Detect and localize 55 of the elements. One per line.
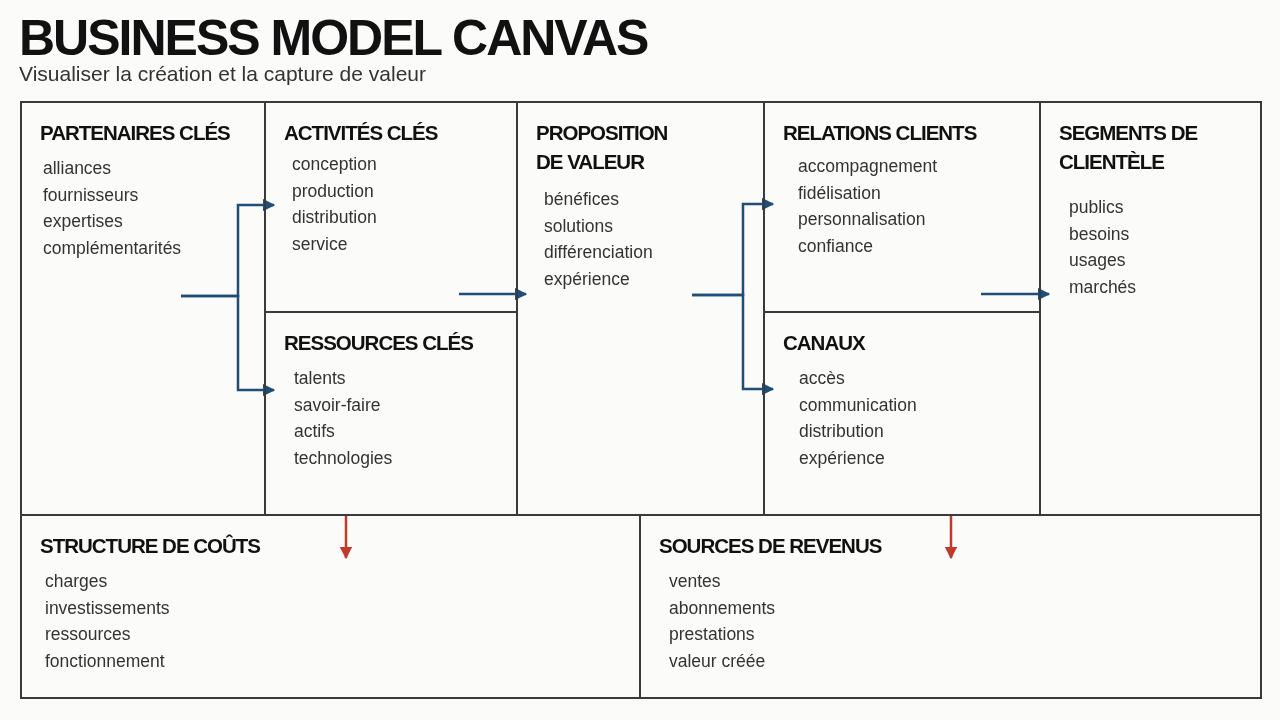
block-item: fidélisation bbox=[798, 181, 881, 205]
block-heading: STRUCTURE DE COÛTS bbox=[40, 533, 261, 559]
block-item: production bbox=[292, 179, 374, 203]
block-item: accompagnement bbox=[798, 155, 938, 178]
block-heading: SOURCES DE REVENUS bbox=[659, 533, 882, 559]
block-item: investissements bbox=[45, 596, 170, 620]
block-item: distribution bbox=[292, 206, 377, 229]
block-heading: SEGMENTS DE CLIENTÈLE bbox=[1059, 120, 1199, 175]
block-item: service bbox=[292, 232, 348, 256]
arrow bbox=[339, 515, 353, 560]
block-heading: PARTENAIRES CLÉS bbox=[40, 120, 230, 146]
canvas-block bbox=[20, 514, 641, 699]
block-item: confiance bbox=[798, 234, 873, 258]
block-item: publics bbox=[1069, 196, 1124, 219]
block-heading: CANAUX bbox=[783, 330, 865, 356]
block-heading: RELATIONS CLIENTS bbox=[783, 120, 977, 146]
block-heading: RESSOURCES CLÉS bbox=[284, 330, 473, 356]
block-item: différenciation bbox=[544, 241, 653, 264]
arrow bbox=[181, 294, 276, 397]
block-item: personnalisation bbox=[798, 208, 926, 231]
block-item: prestations bbox=[669, 623, 755, 646]
block-heading: PROPOSITION DE VALEUR bbox=[536, 120, 669, 175]
block-item: solutions bbox=[544, 214, 614, 238]
block-item: ressources bbox=[45, 623, 131, 646]
block-item: alliances bbox=[43, 157, 112, 180]
block-heading: ACTIVITÉS CLÉS bbox=[284, 120, 438, 146]
arrow bbox=[459, 287, 528, 301]
block-item: besoins bbox=[1069, 222, 1130, 246]
block-item: technologies bbox=[294, 446, 393, 470]
block-item: expérience bbox=[544, 267, 630, 291]
block-item: expertises bbox=[43, 210, 123, 233]
block-item: savoir-faire bbox=[294, 393, 381, 417]
canvas-block bbox=[639, 514, 1262, 699]
block-item: accès bbox=[799, 367, 845, 390]
block-item: ventes bbox=[669, 570, 721, 593]
block-item: fournisseurs bbox=[43, 183, 139, 207]
block-item: conception bbox=[292, 153, 377, 176]
arrow bbox=[944, 515, 958, 560]
block-item: usages bbox=[1069, 249, 1126, 272]
block-item: valeur créée bbox=[669, 649, 766, 673]
block-item: communication bbox=[799, 393, 917, 417]
block-item: expérience bbox=[799, 446, 885, 470]
arrow bbox=[981, 287, 1051, 301]
block-item: fonctionnement bbox=[45, 649, 165, 673]
canvas-block bbox=[20, 101, 266, 516]
block-item: bénéfices bbox=[544, 188, 619, 211]
block-item: marchés bbox=[1069, 275, 1137, 299]
block-item: actifs bbox=[294, 420, 335, 443]
canvas-block bbox=[1039, 101, 1262, 516]
block-item: abonnements bbox=[669, 596, 776, 620]
block-item: charges bbox=[45, 570, 108, 593]
block-item: distribution bbox=[799, 420, 884, 443]
block-item: complémentarités bbox=[43, 236, 182, 260]
arrow bbox=[692, 293, 775, 396]
block-item: talents bbox=[294, 367, 346, 390]
